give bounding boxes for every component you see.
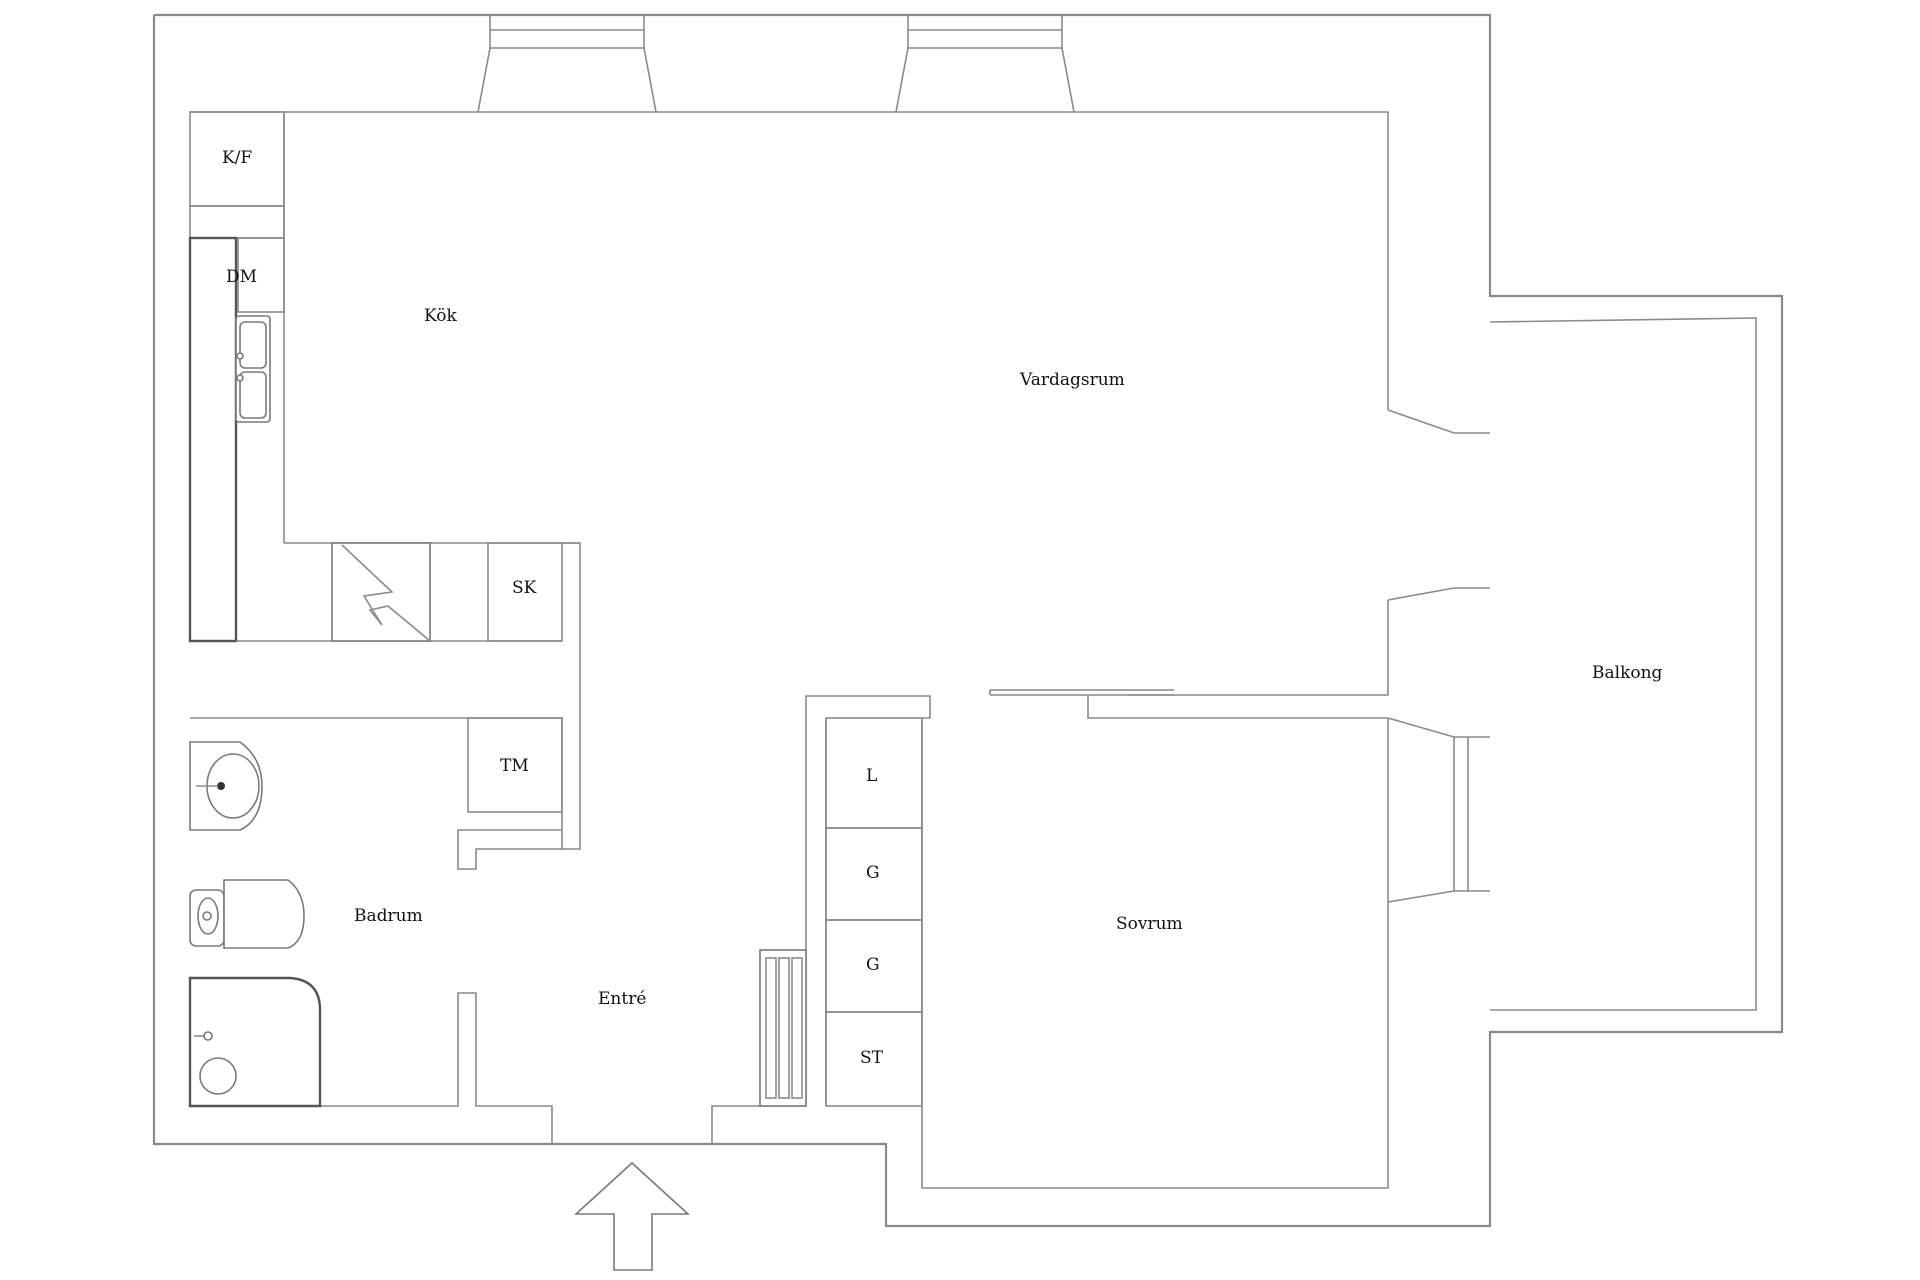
kitchen-sink-icon	[235, 315, 271, 423]
shower-icon	[188, 976, 322, 1108]
entrance-arrow-icon	[573, 1161, 691, 1271]
room-label-vardagsrum: Vardagsrum	[1019, 370, 1125, 390]
kitchen-partition	[562, 542, 581, 850]
window-top-left	[477, 15, 657, 113]
room-label-balkong: Balkong	[1592, 663, 1663, 683]
label-kf: K/F	[222, 148, 252, 168]
room-label-sovrum: Sovrum	[1116, 914, 1183, 934]
balcony	[1489, 317, 1757, 1011]
label-sk: SK	[512, 578, 537, 598]
room-label-entre: Entré	[598, 989, 646, 1009]
label-l: L	[866, 766, 877, 786]
tm-cabinet	[467, 717, 563, 813]
toilet-icon	[189, 879, 305, 949]
radiator-icon	[759, 949, 807, 1107]
outer-wall	[152, 13, 1784, 1228]
window-top-right	[895, 15, 1075, 113]
bedroom-door-balcony	[1387, 717, 1490, 903]
stove-icon	[331, 542, 431, 642]
inner-wall	[190, 111, 1490, 696]
room-label-kok: Kök	[424, 306, 457, 326]
washbasin-icon	[189, 741, 263, 831]
label-g2: G	[866, 955, 880, 975]
room-label-badrum: Badrum	[354, 906, 423, 926]
label-st: ST	[860, 1048, 884, 1068]
sk-cabinet	[429, 542, 563, 642]
bedroom-walls	[921, 689, 1389, 1189]
label-g1: G	[866, 863, 880, 883]
label-dm: DM	[226, 267, 257, 287]
label-tm: TM	[500, 756, 529, 776]
